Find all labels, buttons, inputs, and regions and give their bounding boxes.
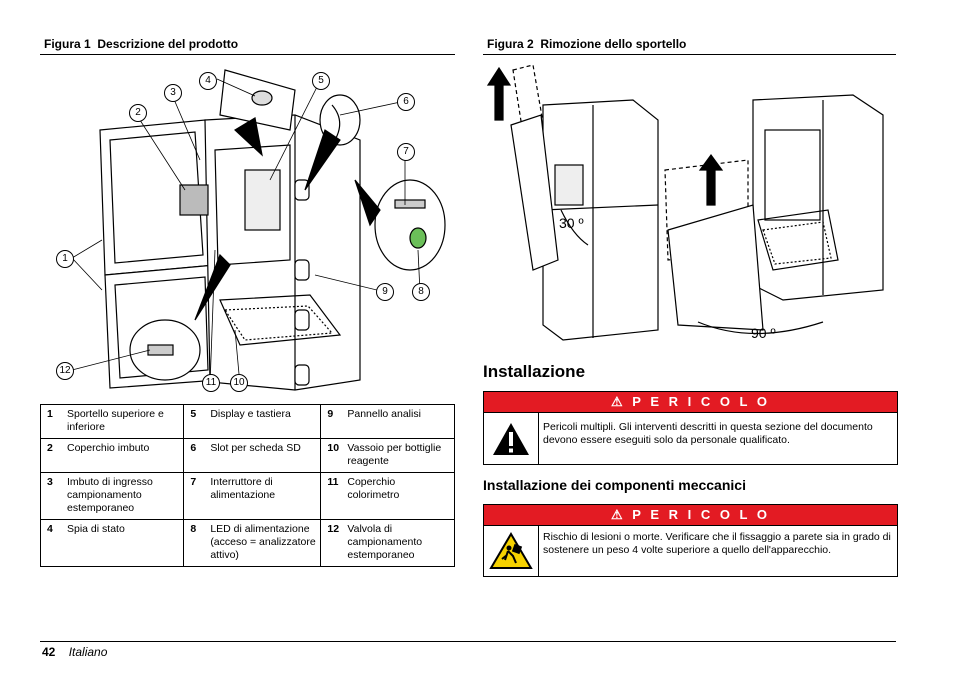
legend-num: 5 [183, 404, 207, 439]
legend-num: 6 [183, 438, 207, 473]
legend-num: 7 [183, 472, 207, 520]
figure2-title: Rimozione dello sportello [540, 37, 687, 51]
legend-num: 1 [40, 404, 63, 439]
danger-label: P E R I C O L O [632, 507, 770, 522]
legend-table: 1 Sportello superiore e inferiore 5 Disp… [40, 404, 456, 567]
warning-triangle-icon: ⚠ [611, 507, 626, 522]
legend-text: Sportello superiore e inferiore [63, 404, 185, 439]
callout-12: 12 [56, 362, 74, 380]
danger-box-wall-mount: ⚠ P E R I C O L O Rischio di lesioni o m… [483, 504, 898, 577]
figure1-title: Descrizione del prodotto [97, 37, 239, 51]
legend-num: 8 [183, 519, 207, 567]
callout-4: 4 [199, 72, 217, 90]
figure2-rule [483, 54, 896, 55]
warning-triangle-icon: ⚠ [611, 394, 626, 409]
danger-bar: ⚠ P E R I C O L O [484, 392, 897, 413]
legend-num: 10 [320, 438, 344, 473]
figure2-label: Figura 2 [487, 37, 534, 51]
falling-object-hazard-icon [484, 526, 539, 576]
legend-num: 11 [320, 472, 344, 520]
legend-text: Slot per scheda SD [206, 438, 322, 473]
figure1-caption: Figura 1 Descrizione del prodotto [44, 37, 238, 51]
table-row: 3 Imbuto di ingresso campionamento estem… [40, 472, 456, 520]
footer-language: Italiano [68, 645, 108, 659]
angle-30-label: 30 º [559, 215, 584, 231]
legend-text: Interruttore di alimentazione [206, 472, 322, 520]
callout-10: 10 [230, 374, 248, 392]
callout-7: 7 [397, 143, 415, 161]
callout-8: 8 [412, 283, 430, 301]
analyzer-open-doors-drawing [71, 69, 446, 391]
legend-text: Pannello analisi [343, 404, 456, 439]
callout-3: 3 [164, 84, 182, 102]
legend-num: 9 [320, 404, 344, 439]
legend-text: Coperchio imbuto [63, 438, 185, 473]
section-heading: Installazione [483, 362, 586, 381]
door-removal-drawing [486, 64, 884, 341]
callout-1: 1 [56, 250, 74, 268]
figure1-illustration: 1 2 3 4 5 6 7 8 9 10 11 12 [40, 60, 455, 395]
angle-90-label: 90 º [751, 325, 776, 341]
legend-text: LED di alimentazione (acceso = analizzat… [206, 519, 322, 567]
legend-text: Spia di stato [63, 519, 185, 567]
subsection-heading: Installazione dei componenti meccanici [483, 477, 746, 493]
legend-num: 2 [40, 438, 63, 473]
callout-6: 6 [397, 93, 415, 111]
legend-num: 4 [40, 519, 63, 567]
danger-box-general: ⚠ P E R I C O L O Pericoli multipli. Gli… [483, 391, 898, 465]
danger-label: P E R I C O L O [632, 394, 770, 409]
legend-num: 12 [320, 519, 344, 567]
table-row: 4 Spia di stato 8 LED di alimentazione (… [40, 519, 456, 567]
legend-text: Valvola di campionamento estemporaneo [343, 519, 456, 567]
legend-text: Display e tastiera [206, 404, 322, 439]
callout-11: 11 [202, 374, 220, 392]
danger-text: Pericoli multipli. Gli interventi descri… [543, 421, 873, 446]
figure1-label: Figura 1 [44, 37, 91, 51]
figure1-rule [40, 54, 455, 55]
callout-2: 2 [129, 104, 147, 122]
figure2-illustration: 30 º 90 º [483, 60, 896, 350]
page-number: 42 [42, 645, 56, 659]
exclamation-hazard-icon [484, 413, 539, 464]
legend-text: Vassoio per bottiglie reagente [343, 438, 456, 473]
footer: 42 Italiano [42, 643, 107, 661]
figure2-caption: Figura 2 Rimozione dello sportello [487, 37, 686, 51]
table-row: 2 Coperchio imbuto 6 Slot per scheda SD … [40, 438, 456, 473]
legend-num: 3 [40, 472, 63, 520]
danger-text: Rischio di lesioni o morte. Verificare c… [543, 531, 891, 556]
table-row: 1 Sportello superiore e inferiore 5 Disp… [40, 404, 456, 439]
callout-9: 9 [376, 283, 394, 301]
callout-5: 5 [312, 72, 330, 90]
danger-bar: ⚠ P E R I C O L O [484, 505, 897, 526]
footer-rule [40, 641, 896, 642]
legend-text: Coperchio colorimetro [343, 472, 456, 520]
legend-text: Imbuto di ingresso campionamento estempo… [63, 472, 185, 520]
